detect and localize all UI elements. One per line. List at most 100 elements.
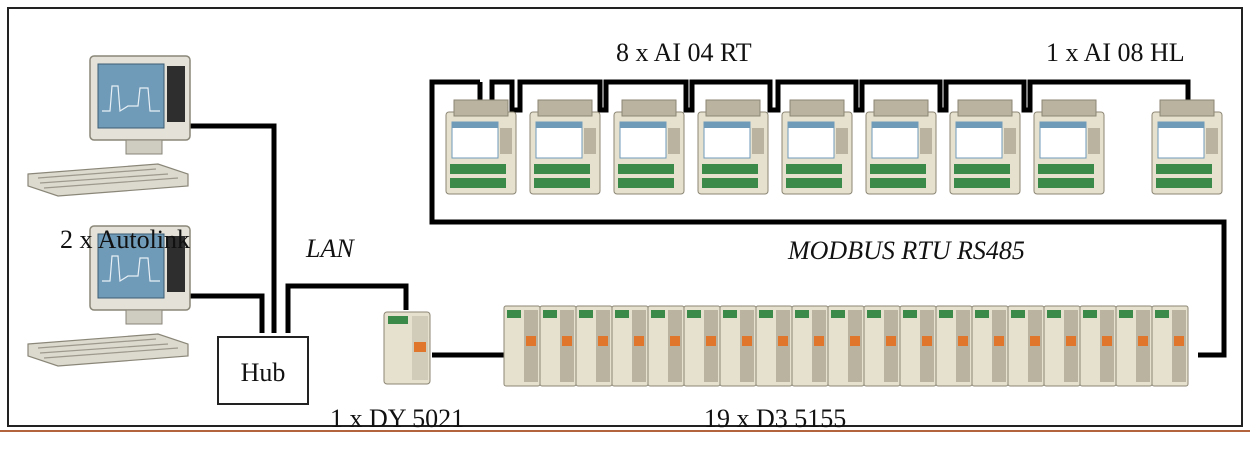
- module-terminal-bottom: [954, 178, 1010, 188]
- module-stripe: [1066, 336, 1076, 346]
- module-terminal: [795, 310, 809, 318]
- module-top: [1041, 99, 1097, 117]
- hl-module-label: 1 x AI 08 HL: [1046, 38, 1185, 67]
- module-stripe: [1102, 336, 1112, 346]
- module-terminal-bottom: [1156, 178, 1212, 188]
- hub-box: Hub: [217, 336, 309, 405]
- d3-module: [791, 305, 829, 387]
- module-side: [500, 128, 512, 154]
- module-terminal: [1047, 310, 1061, 318]
- module-top: [789, 99, 845, 117]
- monitor-panel: [167, 236, 185, 292]
- rt-module: [613, 99, 685, 195]
- screen-trace: [102, 85, 160, 113]
- module-terminal-top: [1038, 164, 1094, 174]
- module-terminal-bottom: [534, 178, 590, 188]
- module-stripe: [670, 336, 680, 346]
- keyboard-keys: [37, 338, 179, 359]
- module-top: [1159, 99, 1215, 117]
- module-side: [752, 128, 764, 154]
- module-stripe: [634, 336, 644, 346]
- module-stripe: [742, 336, 752, 346]
- module-terminal: [507, 310, 521, 318]
- module-panel-header: [1158, 122, 1204, 128]
- d3-module: [935, 305, 973, 387]
- module-terminal: [1083, 310, 1097, 318]
- module-terminal: [867, 310, 881, 318]
- module-stripe: [598, 336, 608, 346]
- gateway-label: 1 x DY 5021: [330, 404, 465, 433]
- module-panel-header: [872, 122, 918, 128]
- screen-trace: [102, 255, 160, 283]
- d3-module: [755, 305, 793, 387]
- keyboard-keys: [37, 168, 179, 189]
- monitor-stand: [125, 139, 163, 155]
- d3-module: [575, 305, 613, 387]
- module-terminal-top: [954, 164, 1010, 174]
- d3-module: [503, 305, 541, 387]
- modbus-cable: [429, 79, 1227, 358]
- module-stripe: [778, 336, 788, 346]
- d3-module: [827, 305, 865, 387]
- module-top: [705, 99, 761, 117]
- module-stripe: [1174, 336, 1184, 346]
- rt-modules-label: 8 x AI 04 RT: [616, 38, 752, 67]
- module-terminal: [543, 310, 557, 318]
- module-side: [836, 128, 848, 154]
- d3-module: [1151, 305, 1189, 387]
- rt-module: [529, 99, 601, 195]
- module-side: [584, 128, 596, 154]
- d3-module: [863, 305, 901, 387]
- lan-cable: [285, 283, 409, 333]
- module-stripe: [1138, 336, 1148, 346]
- monitor-screen: [97, 233, 165, 299]
- module-panel-header: [620, 122, 666, 128]
- module-terminal-top: [870, 164, 926, 174]
- pc-top-cable: [188, 123, 277, 333]
- module-side: [1088, 128, 1100, 154]
- workstation-bottom: [27, 225, 191, 367]
- d3-module: [971, 305, 1009, 387]
- module-side: [1206, 128, 1218, 154]
- module-panel-header: [1040, 122, 1086, 128]
- hl-module: [1151, 99, 1223, 195]
- hl-module-group: [1151, 99, 1223, 195]
- module-terminal: [687, 310, 701, 318]
- module-stripe: [526, 336, 536, 346]
- module-terminal: [1155, 310, 1169, 318]
- module-terminal: [831, 310, 845, 318]
- module-terminal: [939, 310, 953, 318]
- rt-module: [781, 99, 853, 195]
- module-stripe: [958, 336, 968, 346]
- module-stripe: [706, 336, 716, 346]
- module-panel-header: [788, 122, 834, 128]
- module-terminal: [615, 310, 629, 318]
- d3-module: [1007, 305, 1045, 387]
- module-terminal-bottom: [702, 178, 758, 188]
- module-top: [873, 99, 929, 117]
- module-panel-header: [536, 122, 582, 128]
- module-terminal-top: [702, 164, 758, 174]
- module-terminal: [388, 316, 408, 324]
- diagram-frame: [7, 7, 1243, 427]
- module-terminal-top: [1156, 164, 1212, 174]
- workstation-top: [27, 55, 191, 197]
- rt-module: [865, 99, 937, 195]
- module-terminal: [651, 310, 665, 318]
- module-terminal-top: [618, 164, 674, 174]
- d3-module: [611, 305, 649, 387]
- rt-module: [697, 99, 769, 195]
- d3-module: [899, 305, 937, 387]
- module-terminal-top: [450, 164, 506, 174]
- module-terminal: [1119, 310, 1133, 318]
- keyboard: [27, 163, 189, 197]
- module-stripe: [994, 336, 1004, 346]
- module-top: [453, 99, 509, 117]
- lan-label: LAN: [306, 234, 354, 263]
- module-terminal: [579, 310, 593, 318]
- bottom-rule: [0, 430, 1250, 432]
- rt-module: [949, 99, 1021, 195]
- module-side: [1004, 128, 1016, 154]
- module-terminal: [903, 310, 917, 318]
